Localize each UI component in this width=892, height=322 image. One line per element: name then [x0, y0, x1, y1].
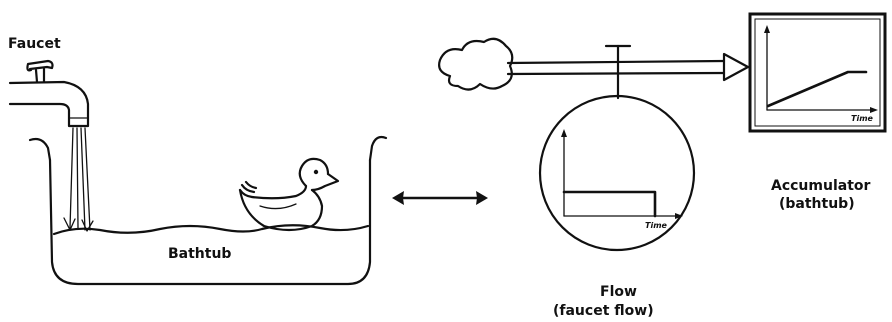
accumulator-chart-xlabel: Time [851, 114, 874, 123]
flow-label-line2: (faucet flow) [553, 303, 654, 319]
faucet-label: Faucet [8, 36, 61, 52]
rubber-duck-icon [238, 157, 340, 232]
accumulator-label-line1: Accumulator [771, 178, 871, 194]
accumulator-label-line2: (bathtub) [779, 196, 855, 212]
flow-label-line1: Flow [600, 284, 637, 300]
accumulator-box: Time [748, 12, 887, 133]
water-stream-icon [63, 127, 94, 232]
bathtub-label: Bathtub [168, 246, 231, 262]
accumulator-chart-axes [764, 25, 878, 113]
bathtub-icon [28, 135, 388, 286]
flow-circle: Time [538, 94, 696, 252]
accumulator-chart-line [766, 70, 868, 108]
valve-icon [604, 44, 632, 100]
flow-chart-xlabel: Time [645, 221, 668, 230]
flow-chart-line [562, 190, 657, 218]
cloud-source-icon [438, 37, 514, 91]
flow-chart-axes [561, 129, 683, 219]
double-arrow-icon [392, 191, 488, 205]
faucet-icon [8, 59, 90, 128]
pipe-arrow-icon [506, 52, 750, 82]
